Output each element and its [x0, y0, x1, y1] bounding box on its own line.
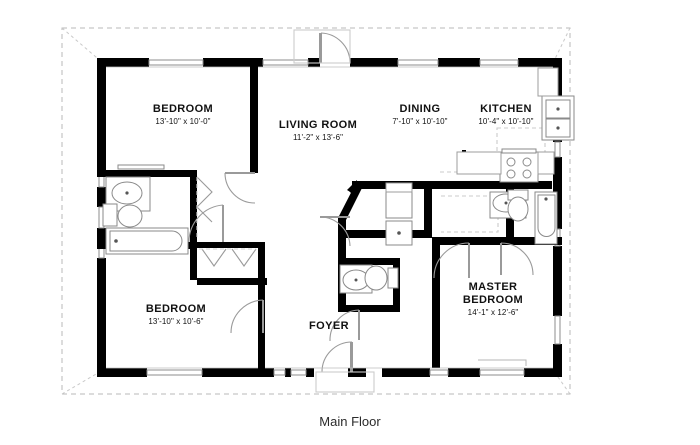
bedroom-front-door: [224, 172, 256, 204]
closet-bifold-upper: [196, 176, 213, 240]
kitchen-range: [499, 148, 539, 183]
master-bath-toilet: [507, 189, 529, 222]
rear-entry-door: [293, 29, 351, 64]
closet-bifold-lower: [199, 248, 257, 267]
powder-room-toilet: [364, 265, 399, 291]
main-bath-toilet: [102, 203, 143, 228]
front-entry-door: [315, 341, 375, 393]
laundry-dryer: [385, 220, 413, 246]
fixtures: [102, 67, 575, 366]
laundry-washer: [385, 191, 413, 219]
master-closet-door: [500, 242, 534, 276]
master-closet-shelf: [441, 195, 499, 233]
main-bath-tub: [105, 227, 189, 255]
master-bedroom-door: [433, 242, 470, 279]
towel-bar: [117, 164, 165, 170]
inner-wall-hairlines: [106, 66, 553, 369]
laundry-utility: [385, 182, 413, 193]
rear-stoop: [478, 359, 527, 366]
plan-caption: Main Floor: [319, 414, 381, 429]
roof-overhang-outline: [61, 27, 571, 395]
bathroom-door: [188, 204, 224, 243]
bedroom-rear-door: [230, 299, 264, 334]
laundry-door: [319, 216, 351, 247]
kitchen-double-sink: [541, 95, 575, 141]
master-bath-tub: [534, 191, 558, 245]
powder-room-door: [329, 309, 360, 342]
windows: [98, 59, 561, 376]
kitchen-counters: [456, 67, 559, 175]
